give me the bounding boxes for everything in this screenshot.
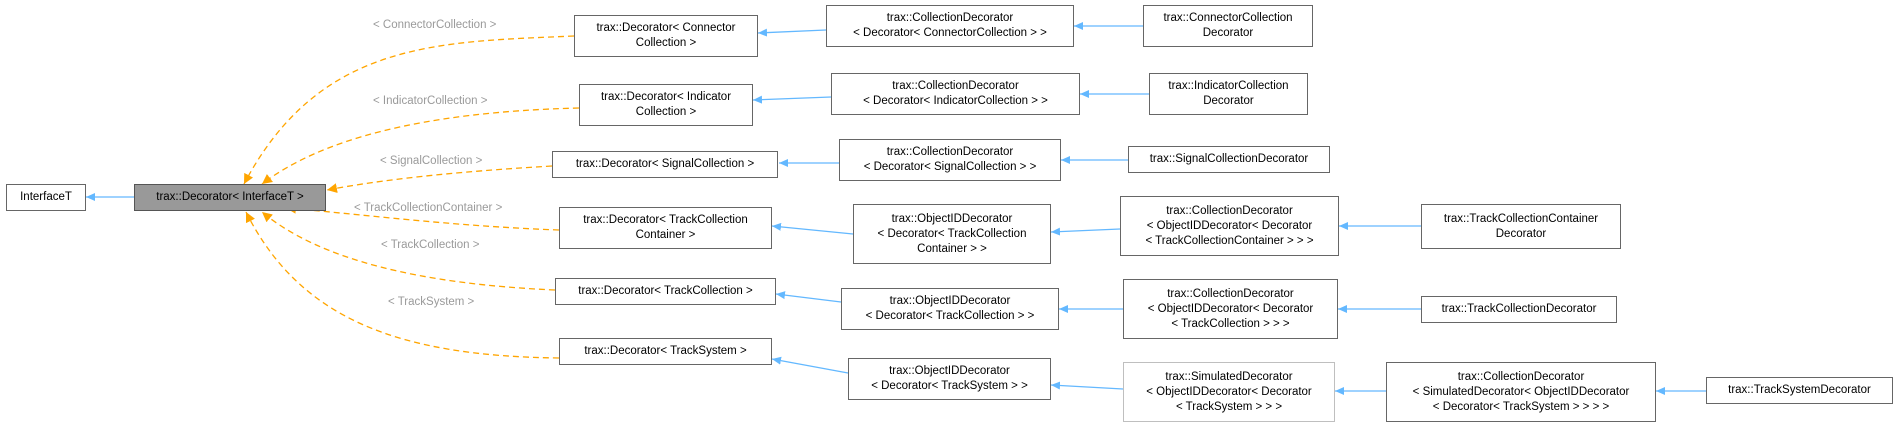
edge-oidcont-to-deccont (771, 222, 854, 235)
edge-collind-to-decind (752, 95, 832, 104)
template-edge-connector (243, 35, 575, 185)
edge-label-trackcollection: < TrackCollection > (381, 239, 480, 251)
node-decorator-trackcollection[interactable]: trax::Decorator< TrackCollection > (555, 278, 776, 305)
node-tracksystem-decorator[interactable]: trax::TrackSystemDecorator (1706, 377, 1893, 404)
template-edge-trackcollection (261, 211, 556, 291)
node-signal-collection-decorator[interactable]: trax::SignalCollectionDecorator (1128, 146, 1330, 173)
node-collection-decorator-indicator[interactable]: trax::CollectionDecorator < Decorator< I… (831, 73, 1080, 115)
template-edge-tracksystem (245, 211, 560, 359)
node-objectid-decorator-tracksystem[interactable]: trax::ObjectIDDecorator < Decorator< Tra… (848, 358, 1051, 400)
node-decorator-interface-t[interactable]: trax::Decorator< InterfaceT > (134, 184, 326, 211)
edge-label-signal: < SignalCollection > (380, 155, 483, 167)
node-objectid-decorator-trackcontainer[interactable]: trax::ObjectIDDecorator < Decorator< Tra… (853, 204, 1051, 264)
node-objectid-decorator-trackcollection[interactable]: trax::ObjectIDDecorator < Decorator< Tra… (841, 288, 1059, 330)
edge-colloidcont-to-oidcont (1050, 227, 1121, 236)
node-collection-decorator-connector[interactable]: trax::CollectionDecorator < Decorator< C… (826, 5, 1074, 47)
node-collection-decorator-simulated[interactable]: trax::CollectionDecorator < SimulatedDec… (1386, 362, 1656, 422)
node-decorator-trackcollection-container[interactable]: trax::Decorator< TrackCollection Contain… (559, 207, 772, 249)
edge-oidtc-to-dectc (775, 291, 842, 303)
node-indicator-collection-decorator[interactable]: trax::IndicatorCollection Decorator (1149, 73, 1308, 115)
node-connector-collection-decorator[interactable]: trax::ConnectorCollection Decorator (1143, 5, 1313, 47)
node-decorator-indicator-collection[interactable]: trax::Decorator< Indicator Collection > (579, 84, 753, 126)
node-collection-decorator-oid-trackcollection[interactable]: trax::CollectionDecorator < ObjectIDDeco… (1123, 279, 1338, 339)
template-edge-signal (326, 165, 553, 194)
template-edge-indicator (261, 107, 580, 185)
edge-label-tracksystem: < TrackSystem > (388, 296, 475, 308)
node-collection-decorator-oid-trackcontainer[interactable]: trax::CollectionDecorator < ObjectIDDeco… (1120, 196, 1339, 256)
node-decorator-signal-collection[interactable]: trax::Decorator< SignalCollection > (552, 151, 778, 178)
node-trackcollection-container-decorator[interactable]: trax::TrackCollectionContainer Decorator (1421, 204, 1621, 249)
node-trackcollection-decorator[interactable]: trax::TrackCollectionDecorator (1421, 296, 1617, 323)
node-interface-t[interactable]: InterfaceT (6, 184, 86, 211)
node-decorator-tracksystem[interactable]: trax::Decorator< TrackSystem > (559, 338, 772, 365)
node-decorator-connector-collection[interactable]: trax::Decorator< Connector Collection > (574, 15, 758, 57)
edge-label-indicator: < IndicatorCollection > (373, 95, 488, 107)
edge-oidts-to-dects (771, 356, 849, 374)
node-simulated-decorator[interactable]: trax::SimulatedDecorator < ObjectIDDecor… (1123, 362, 1335, 422)
edge-label-trackcontainer: < TrackCollectionContainer > (354, 202, 503, 214)
edge-sim-to-oidts (1050, 381, 1124, 390)
edge-label-connector: < ConnectorCollection > (373, 19, 497, 31)
node-collection-decorator-signal[interactable]: trax::CollectionDecorator < Decorator< S… (839, 139, 1061, 181)
edge-collconn-to-decconn (757, 28, 827, 37)
